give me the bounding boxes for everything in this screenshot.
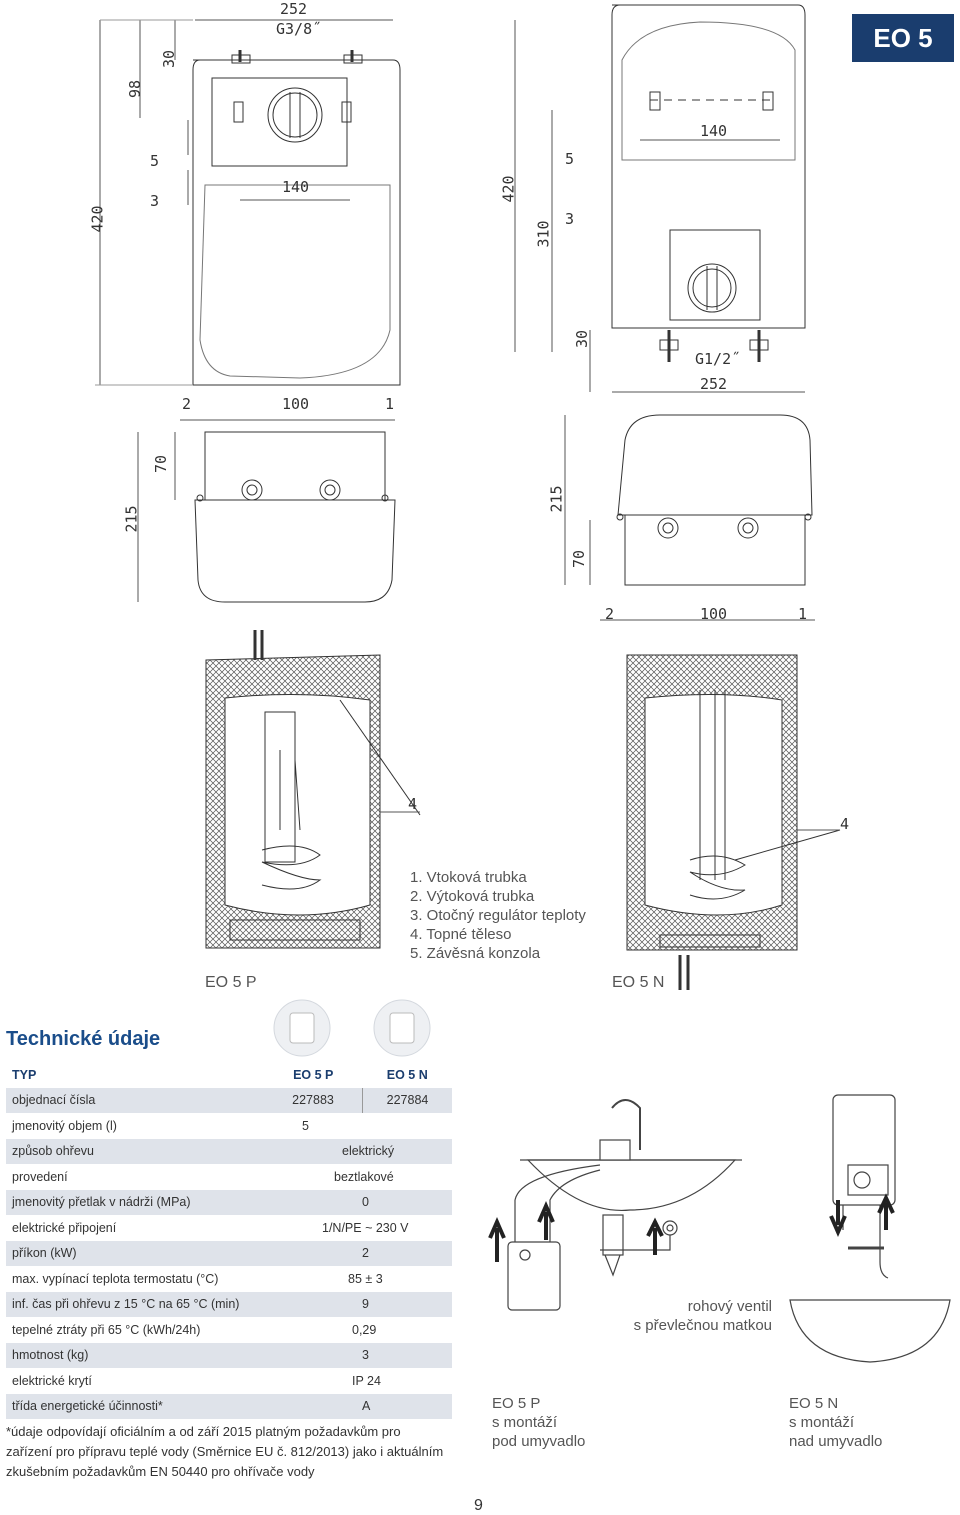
table-row: jmenovitý přetlak v nádrži (MPa) 0 — [6, 1189, 452, 1215]
table-row: max. vypínací teplota termostatu (°C) 85… — [6, 1266, 452, 1292]
dim-4b: 4 — [840, 815, 850, 833]
legend-item: 5. Závěsná konzola — [410, 945, 541, 962]
row-label: způsob ohřevu — [6, 1138, 264, 1164]
legend-item: 2. Výtoková trubka — [410, 888, 535, 905]
table-row: elektrické krytí IP 24 — [6, 1368, 452, 1394]
valve-label: rohový ventil s převlečnou matkou — [622, 1297, 772, 1335]
parts-legend: 1. Vtoková trubka 2. Výtoková trubka 3. … — [410, 868, 586, 963]
row-value: 9 — [264, 1291, 452, 1317]
row-label: třída energetické účinnosti* — [6, 1393, 264, 1419]
table-row: objednací čísla 227883 227884 — [6, 1087, 452, 1113]
technical-drawings — [95, 4, 841, 990]
legend-item: 3. Otočný regulátor teploty — [410, 907, 586, 924]
tech-title: Technické údaje — [6, 1028, 161, 1050]
caption-line: pod umyvadlo — [492, 1433, 586, 1450]
product-thumbnails — [273, 999, 431, 1057]
dim-top-width: 252 — [280, 0, 308, 18]
dim-100b: 100 — [700, 605, 728, 623]
table-row: elektrické připojení 1/N/PE ~ 230 V — [6, 1215, 452, 1241]
table-row: příkon (kW) 2 — [6, 1240, 452, 1266]
front-view-eo5n — [611, 4, 806, 362]
table-header-row: TYP EO 5 P EO 5 N — [6, 1062, 452, 1088]
row-value: 2 — [264, 1240, 452, 1266]
row-label: tepelné ztráty při 65 °C (kWh/24h) — [12, 1322, 201, 1337]
dim-bottom-width: 252 — [700, 375, 728, 393]
row-label: příkon (kW) — [6, 1240, 264, 1266]
row-label: inf. čas při ohřevu z 15 °C na 65 °C (mi… — [6, 1291, 264, 1317]
bracket-view-left — [194, 431, 396, 603]
dim-100a: 100 — [282, 395, 310, 413]
caption-eo5n: EO 5 N — [612, 974, 665, 991]
header-eo5n: EO 5 N — [386, 1067, 428, 1082]
table-row: hmotnost (kg) 3 — [6, 1342, 452, 1368]
tech-table: TYP EO 5 P EO 5 N objednací čísla 227883… — [6, 1062, 452, 1419]
row-value-p: 227883 — [264, 1087, 363, 1113]
row-label: hmotnost (kg) — [6, 1342, 264, 1368]
caption-line: nad umyvadlo — [789, 1433, 883, 1450]
install-under-sink — [507, 1099, 742, 1311]
row-value: 85 ± 3 — [348, 1271, 383, 1286]
dim-3b: 3 — [565, 210, 575, 228]
dim-4a: 4 — [408, 795, 418, 813]
product-badge: EO 5 — [852, 14, 954, 62]
dim-3a: 3 — [150, 192, 160, 210]
dim-thread-left: G3/8˝ — [276, 20, 322, 38]
front-view-eo5p — [192, 50, 401, 386]
row-value-n: 227884 — [362, 1087, 452, 1113]
row-value: elektrický — [264, 1138, 452, 1164]
row-value: 1/N/PE ~ 230 V — [322, 1220, 409, 1235]
cutaway-eo5n — [626, 654, 841, 990]
caption-line: EO 5 P — [492, 1395, 541, 1412]
install-caption-eo5p: EO 5 P s montáží pod umyvadlo — [492, 1394, 585, 1451]
table-row: provedení beztlakové — [6, 1164, 452, 1190]
dim-5b: 5 — [565, 150, 575, 168]
table-row: tepelné ztráty při 65 °C (kWh/24h) 0,29 — [6, 1317, 452, 1343]
dim-1a: 1 — [385, 395, 395, 413]
caption-line: s montáží — [492, 1414, 558, 1431]
table-row: způsob ohřevu elektrický — [6, 1138, 452, 1164]
dim-2b: 2 — [605, 605, 615, 623]
bracket-view-right — [616, 414, 813, 586]
dim-1b: 1 — [798, 605, 808, 623]
row-label: jmenovitý objem (l) — [12, 1118, 117, 1133]
row-value: A — [264, 1393, 452, 1419]
valve-label-line: rohový ventil — [687, 1298, 772, 1315]
legend-item: 1. Vtoková trubka — [410, 869, 527, 886]
header-eo5p: EO 5 P — [293, 1067, 334, 1082]
row-label: jmenovitý přetlak v nádrži (MPa) — [6, 1189, 264, 1215]
dim-140a: 140 — [282, 178, 310, 196]
cutaway-eo5p — [205, 630, 421, 949]
row-label: max. vypínací teplota termostatu (°C) — [12, 1271, 219, 1286]
row-label: provedení — [12, 1169, 68, 1184]
row-value: 0 — [264, 1189, 452, 1215]
dim-5a: 5 — [150, 152, 160, 170]
table-row: inf. čas při ohřevu z 15 °C na 65 °C (mi… — [6, 1291, 452, 1317]
row-value: beztlakové — [334, 1169, 394, 1184]
dim-thread-right: G1/2˝ — [695, 350, 741, 368]
row-label: objednací čísla — [6, 1087, 264, 1113]
table-row: jmenovitý objem (l) 5 — [6, 1113, 452, 1139]
install-over-sink — [789, 1094, 951, 1363]
row-value: 5 — [302, 1118, 309, 1133]
dim-140b: 140 — [700, 122, 728, 140]
footnote: *údaje odpovídají oficiálním a od září 2… — [6, 1424, 444, 1479]
dim-2a: 2 — [182, 395, 192, 413]
header-typ: TYP — [12, 1067, 37, 1082]
table-row: třída energetické účinnosti* A — [6, 1393, 452, 1419]
valve-label-line: s převlečnou matkou — [633, 1317, 772, 1334]
page-number: 9 — [474, 1497, 483, 1514]
caption-eo5p: EO 5 P — [205, 974, 257, 991]
caption-line: EO 5 N — [789, 1395, 839, 1412]
install-caption-eo5n: EO 5 N s montáží nad umyvadlo — [789, 1394, 882, 1451]
legend-item: 4. Topné těleso — [410, 926, 512, 943]
row-value: IP 24 — [352, 1373, 381, 1388]
row-value: 3 — [264, 1342, 452, 1368]
caption-line: s montáží — [789, 1414, 855, 1431]
row-value: 0,29 — [352, 1322, 377, 1337]
row-label: elektrické krytí — [12, 1373, 92, 1388]
row-label: elektrické připojení — [12, 1220, 117, 1235]
